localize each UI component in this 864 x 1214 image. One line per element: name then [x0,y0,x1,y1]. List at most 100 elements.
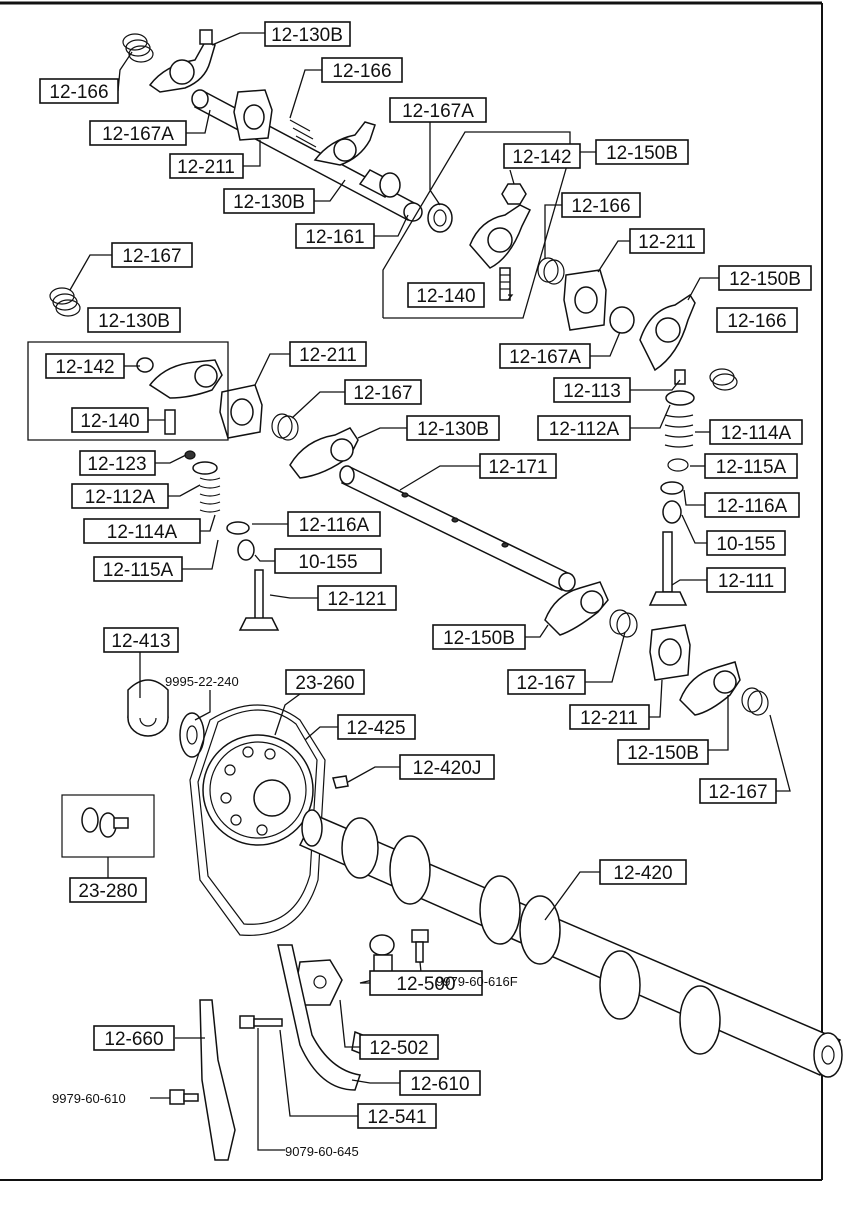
svg-text:12-166: 12-166 [727,311,786,332]
callout-c20: 12-211 [289,341,367,367]
svg-text:12-115A: 12-115A [103,560,174,581]
shaft-bracket-upper [233,89,273,141]
svg-text:12-420: 12-420 [613,863,672,884]
callout-c43: 12-211 [569,704,650,730]
callout-c41: 12-167 [507,669,586,695]
svg-text:12-140: 12-140 [80,411,139,432]
callout-c14: 12-140 [407,282,485,308]
chain-guide-12-610 [277,944,361,1091]
svg-text:12-167A: 12-167A [102,124,174,145]
callout-c11: 12-166 [561,192,641,218]
callout-c53: 12-610 [399,1070,481,1096]
svg-text:12-112A: 12-112A [549,419,620,440]
callout-c09: 12-150B [595,139,689,165]
callout-c08: 12-142 [503,143,581,169]
callout-c22: 12-167 [344,379,422,405]
svg-text:12-115A: 12-115A [716,457,787,478]
bolt-9079-60-645 [239,1015,283,1029]
nut-12-142 [501,183,527,205]
callout-c50: 12-500 [369,970,483,996]
svg-text:12-130B: 12-130B [417,419,489,440]
bolt-9979-60-616F [411,929,429,963]
svg-text:12-130B: 12-130B [98,311,170,332]
callout-c54: 12-541 [357,1103,437,1129]
callout-c51: 12-502 [359,1034,439,1060]
callout-c26: 12-114A [709,419,803,445]
callout-c52: 12-660 [93,1025,175,1051]
svg-text:23-280: 23-280 [78,881,137,902]
svg-text:12-167: 12-167 [708,782,767,803]
callout-c29: 12-115A [704,453,798,479]
rocker-arm-12-150B-lower [544,581,609,636]
svg-text:12-130B: 12-130B [233,192,305,213]
spring-12-167-left [49,287,81,317]
svg-text:12-123: 12-123 [87,454,146,475]
spring-12-166-mid [537,257,565,285]
spring-12-167-bottom [741,687,769,716]
cover-12-660 [199,999,236,1161]
callout-c34: 10-155 [706,530,786,556]
svg-text:12-121: 12-121 [327,589,386,610]
callout-c28: 12-171 [479,453,557,479]
svg-text:12-413: 12-413 [111,631,170,652]
callout-c04: 12-167A [89,120,187,146]
callout-c13: 12-211 [629,228,705,254]
svg-text:12-114A: 12-114A [107,522,178,543]
svg-text:10-155: 10-155 [716,534,775,555]
svg-text:12-171: 12-171 [488,457,547,478]
svg-text:12-541: 12-541 [367,1107,426,1128]
spacer-12-413 [127,679,169,737]
adjuster-screw-12-140-upper [499,267,511,301]
valve-assembly-right [648,369,695,606]
callout-c06: 12-211 [169,153,244,179]
callout-c01: 12-130B [264,21,351,47]
key-12-420J [332,775,349,789]
callout-c15: 12-150B [718,265,812,291]
bolt-code-9979-60-610: 9979-60-610 [52,1091,126,1106]
bolt-code-9979-60-616F: 9979-60-616F [436,974,518,989]
callout-c12: 12-167 [111,242,193,268]
valve-assembly-left [184,450,280,631]
svg-text:12-150B: 12-150B [443,628,515,649]
svg-text:12-500: 12-500 [396,974,455,995]
callout-c17: 12-166 [716,307,798,333]
spring-top-left [122,33,154,63]
spacer-12-167A-upper [427,203,453,233]
callout-c38: 12-121 [317,585,397,611]
svg-text:12-150B: 12-150B [729,269,801,290]
callout-c40: 12-150B [432,624,526,650]
svg-text:12-150B: 12-150B [606,143,678,164]
svg-text:12-502: 12-502 [369,1038,428,1059]
rocker-arm-mid-right [469,204,532,269]
callout-c07: 12-130B [223,188,315,214]
svg-text:12-211: 12-211 [580,708,638,729]
callout-c49: 12-420 [599,859,687,885]
svg-text:12-420J: 12-420J [413,758,482,779]
svg-text:12-425: 12-425 [346,718,405,739]
spacer-12-167A-mid [609,306,635,334]
bolt-code-9079-60-645: 9079-60-645 [285,1144,359,1159]
rocker-arm-12-150B-bottom [679,661,741,716]
bracket-12-211-mid-right [563,269,607,331]
washer-9995-22-240 [179,712,205,758]
group-bracket-right [382,131,571,319]
chain-clip-23-280 [61,794,155,858]
svg-text:12-113: 12-113 [563,381,621,402]
callout-c44: 12-425 [337,714,416,740]
callout-c36: 12-115A [93,556,183,582]
rocker-arm-top-left [148,29,216,93]
callout-c03: 12-166 [321,57,403,83]
svg-text:12-142: 12-142 [512,147,571,168]
callout-c42: 23-260 [285,669,365,695]
callout-c47: 12-167 [699,778,777,804]
svg-text:12-166: 12-166 [571,196,630,217]
svg-text:12-116A: 12-116A [299,515,370,536]
timing-chain-23-260 [189,704,326,936]
bolt-code-9995-22-240: 9995-22-240 [165,674,239,689]
svg-text:12-161: 12-161 [305,227,364,248]
rocker-arm-12-130B-center [289,427,359,479]
svg-text:12-610: 12-610 [410,1074,469,1095]
bolt-9979-60-610 [169,1089,199,1105]
svg-text:12-167A: 12-167A [402,101,474,122]
